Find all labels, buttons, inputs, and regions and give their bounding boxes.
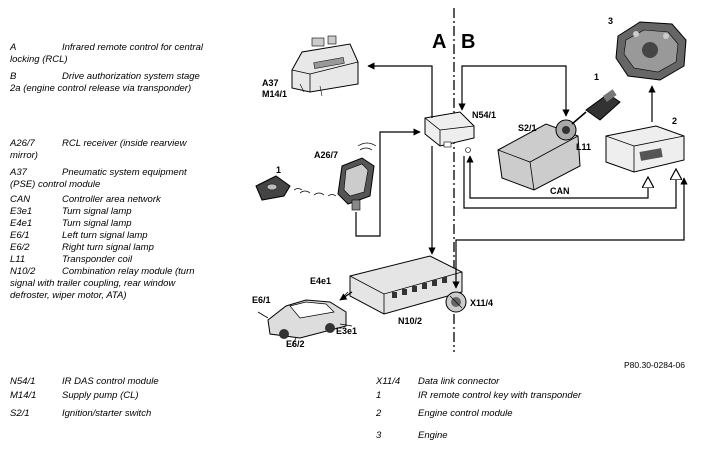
vehicle-icon [257, 291, 353, 347]
legend-text: Drive authorization system stage 2a (eng… [10, 71, 200, 94]
legend-code: E3e1 [10, 206, 33, 217]
legend-text: Controller area network [62, 194, 161, 205]
legend-code: N10/2 [10, 266, 36, 277]
label-x11-4: X11/4 [470, 298, 493, 308]
label-n54-1: N54/1 [472, 110, 496, 120]
label-m14-1: M14/1 [262, 89, 287, 99]
legend-text: Turn signal lamp [62, 218, 132, 229]
legend-item-1: 1 IR remote control key with transponder [376, 390, 581, 402]
legend-code: A [10, 42, 17, 53]
arrow-n54-to-a37 [367, 62, 433, 118]
legend-item-e6-2: E6/2 Right turn signal lamp [10, 242, 154, 254]
legend-code: A26/7 [10, 138, 35, 149]
ir-das-control-module-icon [424, 111, 475, 153]
engine-icon [615, 21, 687, 81]
legend-item-s2-1: S2/1 Ignition/starter switch [10, 408, 151, 420]
legend-code: M14/1 [10, 390, 37, 401]
legend-item-e6-1: E6/1 Left turn signal lamp [10, 230, 148, 242]
legend-text: Infrared remote control for central lock… [10, 42, 203, 65]
legend-item-l11: L11 Transponder coil [10, 254, 132, 266]
legend-code: X11/4 [376, 376, 401, 387]
label-can: CAN [550, 186, 570, 196]
pse-control-module-icon [291, 35, 359, 97]
legend-item-m14-1: M14/1 Supply pump (CL) [10, 390, 139, 402]
side-b-label: B [461, 31, 475, 53]
legend-text: RCL receiver (inside rearview mirror) [10, 138, 187, 161]
legend-code: B [10, 71, 17, 82]
legend-item-n54-1: N54/1 IR DAS control module [10, 376, 159, 388]
legend-code: E6/2 [10, 242, 30, 253]
legend-text: Data link connector [418, 376, 500, 387]
legend-code: L11 [10, 254, 26, 265]
legend-code: E4e1 [10, 218, 33, 229]
legend-text: Transponder coil [62, 254, 133, 265]
legend-item-e4e1: E4e1 Turn signal lamp [10, 218, 132, 230]
legend-code: E6/1 [10, 230, 30, 241]
arrow-n10-to-car [339, 291, 353, 301]
label-e4e1: E4e1 [310, 276, 331, 286]
label-s2-1: S2/1 [518, 123, 537, 133]
combination-relay-module-icon [349, 255, 463, 315]
legend-code: N54/1 [10, 376, 36, 387]
ignition-starter-switch-icon [497, 119, 581, 191]
label-l11: L11 [576, 142, 591, 152]
label-key-1-left: 1 [276, 165, 281, 175]
arrow-a26-to-n54 [355, 128, 421, 237]
legend-item-can: CAN Controller area network [10, 194, 161, 206]
transponder-key-icon [571, 89, 621, 125]
legend-text: IR remote control key with transponder [418, 390, 582, 401]
arrow-n54-to-switch [458, 65, 570, 117]
legend-item-2: 2 Engine control module [376, 408, 513, 420]
rcl-receiver-mirror-icon [337, 142, 377, 211]
legend-code: 2 [376, 408, 382, 419]
legend-text: Engine [418, 430, 448, 441]
label-e6-1: E6/1 [252, 295, 271, 305]
label-e6-2: E6/2 [286, 339, 305, 349]
label-ecm-2: 2 [672, 116, 677, 126]
label-a37: A37 [262, 78, 279, 88]
arrow-ecm-to-x11-4 [452, 177, 688, 289]
legend-code: 1 [376, 390, 382, 401]
legend-text: Left turn signal lamp [62, 230, 148, 241]
legend-item-3: 3 Engine [376, 430, 448, 442]
ir-remote-key-icon [255, 175, 337, 201]
legend-code: CAN [10, 194, 31, 205]
legend-text: Ignition/starter switch [62, 408, 152, 419]
legend-text: Supply pump (CL) [62, 390, 139, 401]
figure-reference: P80.30-0284-06 [624, 360, 685, 370]
legend-text: Engine control module [418, 408, 513, 419]
legend-text: Right turn signal lamp [62, 242, 154, 253]
label-key-1-right: 1 [594, 72, 599, 82]
label-e3e1: E3e1 [336, 326, 357, 336]
legend-code: 3 [376, 430, 382, 441]
legend-code: A37 [10, 167, 27, 178]
label-n10-2: N10/2 [398, 316, 422, 326]
legend-code: S2/1 [10, 408, 30, 419]
legend-text: IR DAS control module [62, 376, 159, 387]
legend-text: Combination relay module (turn signal wi… [10, 266, 195, 301]
legend-text: Pneumatic system equipment (PSE) control… [10, 167, 187, 190]
label-a26-7: A26/7 [314, 150, 338, 160]
side-a-label: A [432, 31, 446, 53]
legend-item-x11-4: X11/4 Data link connector [376, 376, 499, 388]
engine-control-module-icon [605, 125, 685, 173]
data-link-connector-icon [445, 291, 467, 313]
label-engine-3: 3 [608, 16, 613, 26]
legend-item-e3e1: E3e1 Turn signal lamp [10, 206, 132, 218]
legend-text: Turn signal lamp [62, 206, 132, 217]
